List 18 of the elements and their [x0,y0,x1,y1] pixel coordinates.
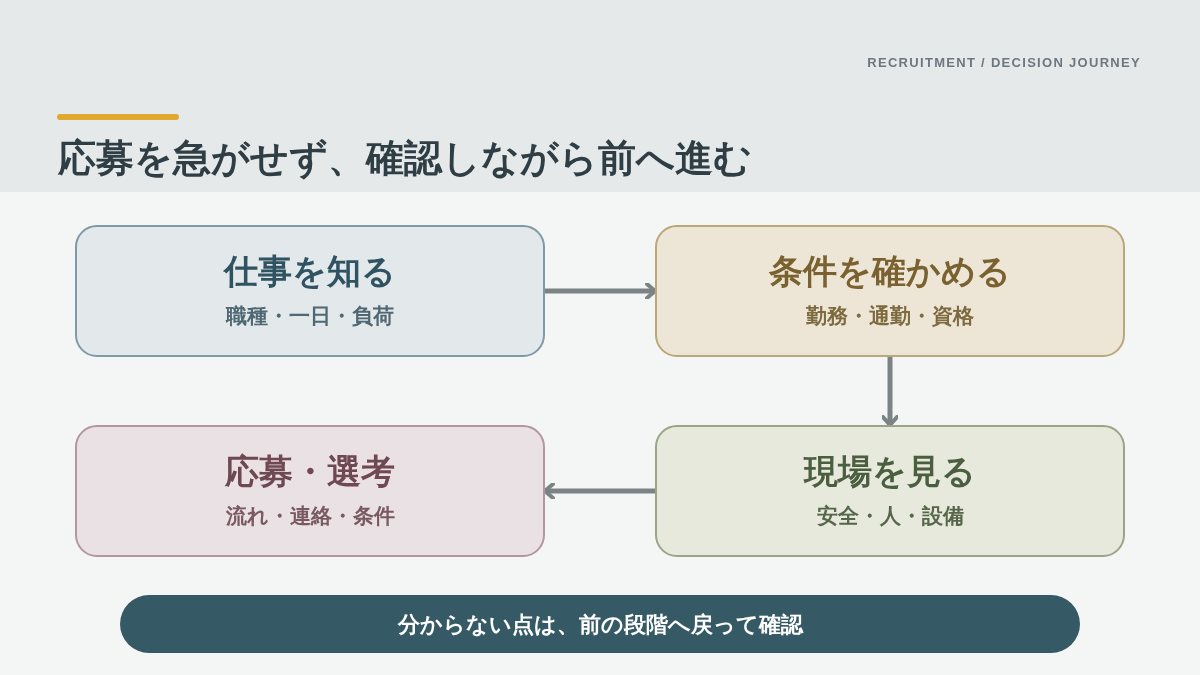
step-heading: 仕事を知る [224,252,396,292]
section-label: RECRUITMENT / DECISION JOURNEY [867,54,1141,72]
step-detail: 安全・人・設備 [816,502,964,529]
arrow [881,357,899,427]
step-box [655,425,1125,557]
title: 応募を急がせず、確認しながら前へ進む [58,136,752,182]
note-banner: 分からない点は、前の段階へ戻って確認 [120,595,1080,653]
step-heading: 現場を見る [804,452,976,492]
step-box [75,425,545,557]
arrow [545,282,657,300]
step-heading: 応募・選考 [225,452,395,492]
step-box [75,225,545,357]
step-heading: 条件を確かめる [769,252,1011,292]
step-detail: 職種・一日・負荷 [226,302,394,329]
step-detail: 勤務・通勤・資格 [806,302,974,329]
step-box [655,225,1125,357]
step-detail: 流れ・連絡・条件 [225,502,395,529]
arrow [543,482,655,500]
